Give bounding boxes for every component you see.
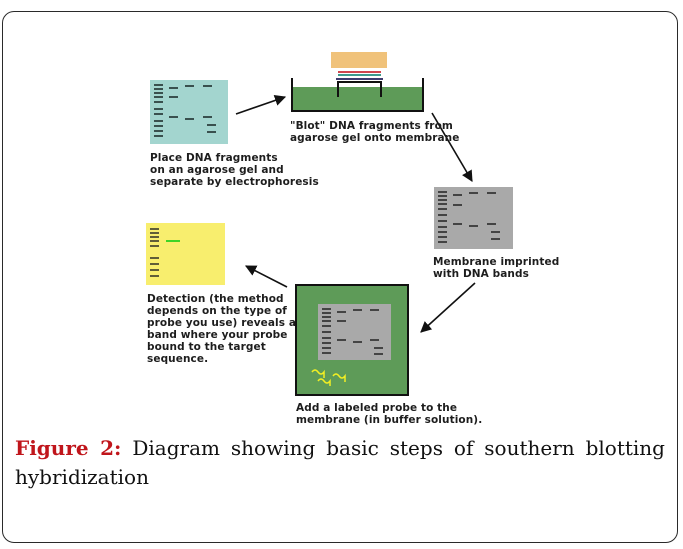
- blot-apparatus: [291, 52, 424, 112]
- caption-text: Diagram showing basic steps of southern …: [15, 436, 665, 489]
- detection-film: [146, 223, 225, 285]
- arrow-probe-to-detection: [245, 265, 288, 288]
- membrane: [434, 187, 513, 249]
- step-blot-text: "Blot" DNA fragments from agarose gel on…: [290, 120, 460, 144]
- step-probe-text: Add a labeled probe to the membrane (in …: [296, 402, 483, 426]
- arrow-membrane-to-probe: [420, 282, 476, 333]
- labeled-probe-icon: [311, 369, 346, 386]
- probe-bath: [295, 284, 409, 396]
- step-gel-text: Place DNA fragments on an agarose gel an…: [150, 152, 319, 188]
- arrow-gel-to-blot: [235, 95, 287, 115]
- figure-caption: Figure 2: Diagram showing basic steps of…: [15, 434, 665, 492]
- caption-label: Figure 2:: [15, 436, 122, 460]
- step-membrane-text: Membrane imprinted with DNA bands: [433, 256, 560, 280]
- step-detection-text: Detection (the method depends on the typ…: [147, 293, 297, 365]
- agarose-gel: [150, 80, 228, 144]
- arrow-blot-to-membrane: [431, 112, 473, 182]
